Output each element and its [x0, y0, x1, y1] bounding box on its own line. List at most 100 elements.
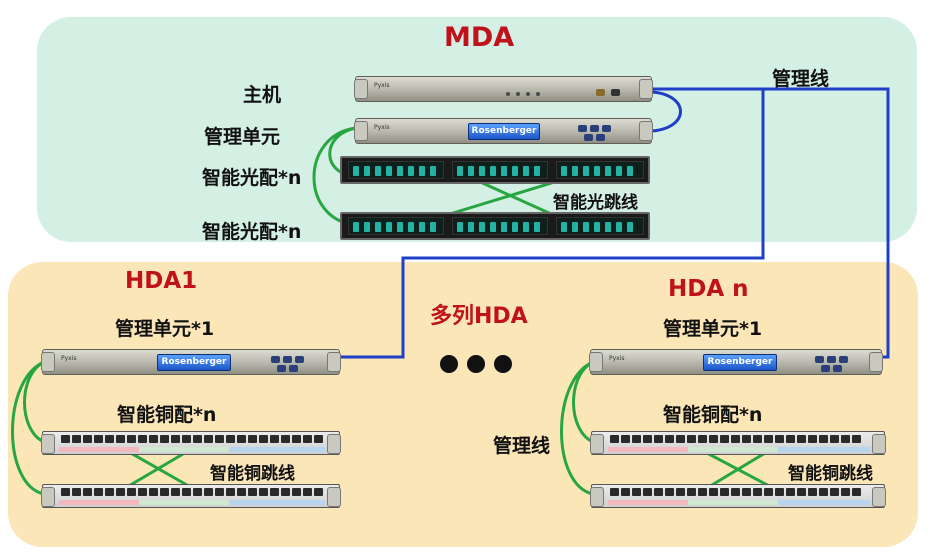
- management-cable-mda-to-hdan: [652, 87, 890, 359]
- rj45-port: [204, 488, 213, 496]
- rj45-port: [248, 435, 257, 443]
- rj45-port: [841, 435, 850, 443]
- fiber-port: [583, 222, 589, 232]
- rj45-port: [83, 488, 92, 496]
- fiber-port: [397, 166, 403, 176]
- rj45-port: [731, 435, 740, 443]
- rj45-port: [775, 488, 784, 496]
- color-strip: [59, 500, 139, 505]
- rj45-port: [281, 435, 290, 443]
- fiber-port: [375, 222, 381, 232]
- fiber-port: [353, 222, 359, 232]
- color-strip: [608, 500, 688, 505]
- fiber-panel-2: [340, 212, 650, 240]
- hdan-copper-label: 智能铜配*n: [663, 404, 763, 426]
- control-button: [271, 356, 280, 363]
- rj45-port: [292, 488, 301, 496]
- fiber-port: [561, 166, 567, 176]
- ellipsis-dot: [440, 355, 458, 373]
- rj45-port: [259, 435, 268, 443]
- rj45-port: [204, 435, 213, 443]
- hdan-copper-panel-1: [590, 431, 886, 455]
- brand-text: Pyxis: [374, 124, 390, 131]
- fiber-port: [583, 166, 589, 176]
- status-led: [506, 92, 510, 96]
- rj45-port: [127, 488, 136, 496]
- status-led: [536, 92, 540, 96]
- color-strip: [688, 500, 778, 505]
- control-button: [602, 125, 611, 132]
- hdan-mgmt-cable-label: 管理线: [493, 435, 551, 457]
- rack-ear: [327, 352, 341, 372]
- color-strip: [139, 447, 229, 452]
- mda-fiber-label-2: 智能光配*n: [202, 221, 302, 243]
- mda-mgmt-unit-label: 管理单元: [204, 126, 281, 148]
- rj45-port: [852, 435, 861, 443]
- rj45-port: [72, 488, 81, 496]
- rj45-port: [654, 488, 663, 496]
- hda1-green-loop-2: [11, 360, 45, 496]
- rj45-port: [643, 435, 652, 443]
- fiber-port: [523, 166, 529, 176]
- rj45-port: [281, 488, 290, 496]
- fiber-port: [479, 166, 485, 176]
- rj45-port: [270, 488, 279, 496]
- fiber-port: [490, 222, 496, 232]
- fiber-port: [479, 222, 485, 232]
- rj45-port: [687, 488, 696, 496]
- rj45-port: [215, 488, 224, 496]
- rj45-port: [215, 435, 224, 443]
- rack-ear: [41, 352, 55, 372]
- color-strip: [688, 447, 778, 452]
- rj45-port: [808, 488, 817, 496]
- rack-ear: [872, 434, 886, 454]
- rj45-port: [709, 488, 718, 496]
- rj45-port: [709, 435, 718, 443]
- rj45-port: [797, 435, 806, 443]
- rack-ear: [639, 121, 653, 141]
- hdan-green-loop-2: [560, 360, 594, 496]
- rj45-port: [292, 435, 301, 443]
- rack-ear: [41, 487, 55, 507]
- mgmt-cable-label-top: 管理线: [772, 68, 830, 90]
- rj45-port: [775, 435, 784, 443]
- port-block: [348, 217, 444, 235]
- ellipsis-dot: [467, 355, 485, 373]
- control-button: [821, 365, 830, 372]
- fiber-port: [397, 222, 403, 232]
- rj45-port: [171, 435, 180, 443]
- hda1-mgmt-unit-label: 管理单元*1: [115, 318, 215, 340]
- fiber-port: [605, 166, 611, 176]
- mda-fiber-label-1: 智能光配*n: [202, 167, 302, 189]
- rj45-port: [852, 488, 861, 496]
- rj45-port: [797, 488, 806, 496]
- display-screen: Rosenberger: [468, 123, 540, 140]
- rj45-port: [127, 435, 136, 443]
- rj45-port: [105, 488, 114, 496]
- rj45-port: [270, 435, 279, 443]
- port-block: [348, 161, 444, 179]
- rj45-port: [731, 488, 740, 496]
- host-unit: Pyxis: [354, 76, 653, 102]
- fiber-port: [616, 166, 622, 176]
- rj45-port: [138, 435, 147, 443]
- hda1-mgmt-unit: Pyxis Rosenberger: [41, 349, 341, 375]
- fiber-jumper-label: 智能光跳线: [553, 193, 638, 213]
- rj45-port: [226, 488, 235, 496]
- control-button: [277, 365, 286, 372]
- fiber-port: [594, 222, 600, 232]
- color-strip: [608, 447, 688, 452]
- rj45-port: [61, 488, 70, 496]
- fiber-jumper-b: [439, 179, 559, 219]
- color-strip: [59, 447, 139, 452]
- rj45-port: [830, 488, 839, 496]
- brand-text: Pyxis: [609, 355, 625, 362]
- rj45-port: [621, 488, 630, 496]
- rj45-port: [698, 435, 707, 443]
- rj45-port: [632, 488, 641, 496]
- fiber-port: [408, 166, 414, 176]
- color-strip: [139, 500, 229, 505]
- port-icon: [611, 89, 620, 96]
- fiber-port: [457, 166, 463, 176]
